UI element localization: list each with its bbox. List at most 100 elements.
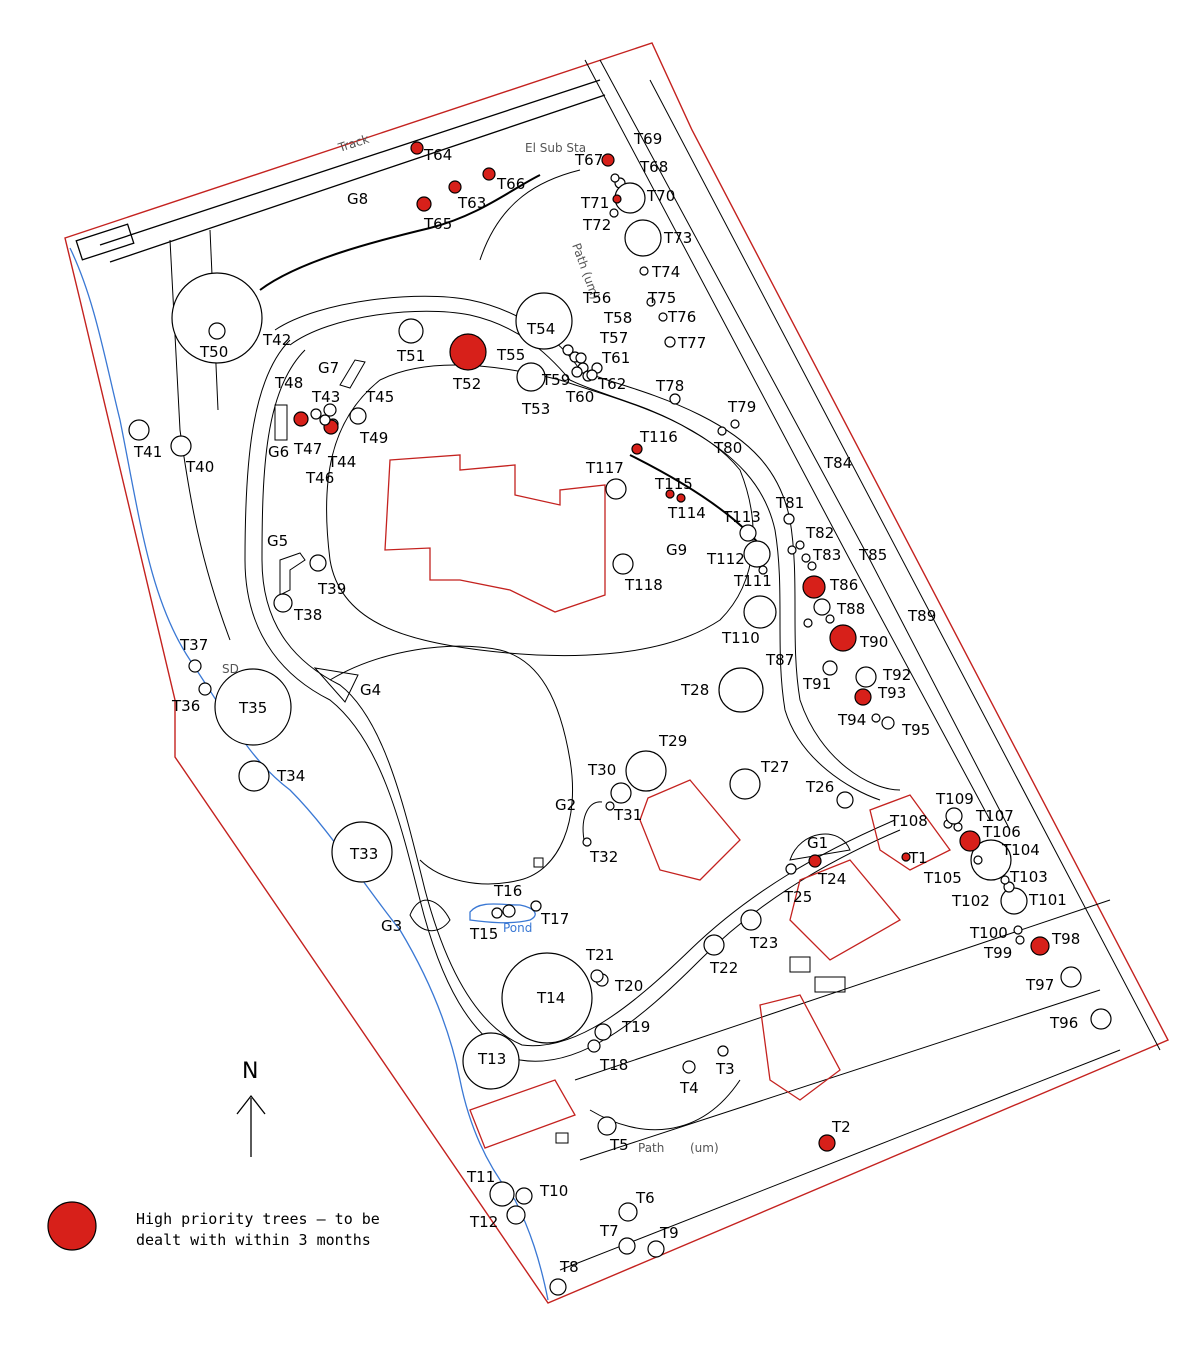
tree-label-t84: T84 [823,454,852,472]
sd-label: SD [222,662,239,676]
tree-label-t51: T51 [396,347,425,365]
tree-marker-t27 [729,768,761,800]
tree-label-t8: T8 [559,1258,579,1276]
tree-label-t77: T77 [677,334,706,352]
tree-marker-t31 [605,801,615,811]
tree-label-t27: T27 [760,758,789,776]
tree-label-t107: T107 [975,807,1014,825]
tree-marker-t78 [669,393,681,405]
tree-label-t16: T16 [493,882,522,900]
path-bottom-label: Path [638,1141,664,1155]
tree-marker-t5 [597,1116,617,1136]
tree-marker-t113 [739,524,757,542]
tree-marker-t25 [785,863,797,875]
tree-label-t50: T50 [199,343,228,361]
tree-marker-t26 [836,791,854,809]
tree-marker-t10 [515,1187,533,1205]
tree-marker-t52 [449,333,487,371]
tree-marker-t71 [612,194,622,204]
tree-marker-t53 [516,362,546,392]
tree-label-t110: T110 [721,629,760,647]
tree-label-t21: T21 [585,946,614,964]
tree-marker-t17 [530,900,542,912]
tree-label-t19: T19 [621,1018,650,1036]
loop-drive-outer [244,339,901,1062]
tree-label-t25: T25 [783,888,812,906]
tree-marker-t55 [562,344,574,356]
tree-marker-t75 [646,297,656,307]
g2-outline [582,801,603,841]
tree-label-t3: T3 [715,1060,735,1078]
tree-label-t55: T55 [496,346,525,364]
tree-marker-t54 [515,292,573,350]
east-drive-2 [599,59,1011,831]
tree-label-t61: T61 [601,349,630,367]
group-label-g9: G9 [666,541,687,559]
tree-label-t26: T26 [805,778,834,796]
tree-marker-t115 [665,489,675,499]
structure-lodge-square [555,1132,569,1144]
tree-label-t46: T46 [305,469,334,487]
tree-marker-t69 [610,173,620,183]
tree-marker-t50 [208,322,226,340]
tree-marker-t81 [783,513,795,525]
tree-marker-t96 [1090,1008,1112,1030]
track-edge-inner [109,94,606,263]
tree-label-t104: T104 [1001,841,1040,859]
group-label-g4: G4 [360,681,381,699]
track-edge-outer [99,79,601,246]
tree-marker-t24 [808,854,822,868]
structure-pond-square [533,857,544,868]
tree-label-t5: T5 [609,1136,629,1154]
track-label: Track [336,132,371,155]
tree-marker-t93 [854,688,872,706]
tree-label-t14: T14 [536,989,565,1007]
tree-label-t13: T13 [477,1050,506,1068]
tree-label-t23: T23 [749,934,778,952]
tree-marker-t116 [631,443,643,455]
tree-label-t66: T66 [496,175,525,193]
loop-drive-inner [261,349,896,1047]
tree-label-t49: T49 [359,429,388,447]
tree-label-t34: T34 [276,767,305,785]
tree-label-t88: T88 [836,600,865,618]
tree-marker-t34 [238,760,270,792]
building-south-2 [759,994,841,1101]
tree-marker-t100 [1013,925,1023,935]
tree-marker-t79 [730,419,740,429]
tree-label-t57: T57 [599,329,628,347]
tree-label-t89: T89 [907,607,936,625]
tree-marker-t88 [813,598,831,616]
tree-label-t87: T87 [765,651,794,669]
pond-outline [469,903,536,924]
tree-marker-t43 [310,408,322,420]
tree-label-t98: T98 [1051,930,1080,948]
tree-label-t112: T112 [706,550,745,568]
building-t1 [869,794,951,871]
tree-marker-t40 [170,435,192,457]
tree-label-t39: T39 [317,580,346,598]
tree-label-t43: T43 [311,388,340,406]
tree-label-t12: T12 [469,1213,498,1231]
tree-label-t33: T33 [349,845,378,863]
tree-marker-t97 [1060,966,1082,988]
tree-marker-t98 [1030,936,1050,956]
tree-marker-t30 [610,782,632,804]
tree-label-t82: T82 [805,524,834,542]
tree-marker-t2 [818,1134,836,1152]
tree-marker-t29 [625,750,667,792]
tree-label-t67: T67 [574,151,603,169]
tree-label-t32: T32 [589,848,618,866]
tree-marker-t12 [506,1205,526,1225]
tree-layer: T1T2T3T4T5T6T7T8T9T10T11T12T13T14T15T16T… [128,130,1112,1296]
tree-marker-t83 [801,553,811,563]
tree-marker-t28 [718,667,764,713]
tree-label-t91: T91 [802,675,831,693]
tree-label-t118: T118 [624,576,663,594]
tree-marker-t73 [624,219,662,257]
tree-marker-t59 [571,366,583,378]
tree-label-t106: T106 [982,823,1021,841]
tree-marker-t38 [273,593,293,613]
tree-label-t103: T103 [1009,868,1048,886]
g4-triangle [313,667,359,703]
